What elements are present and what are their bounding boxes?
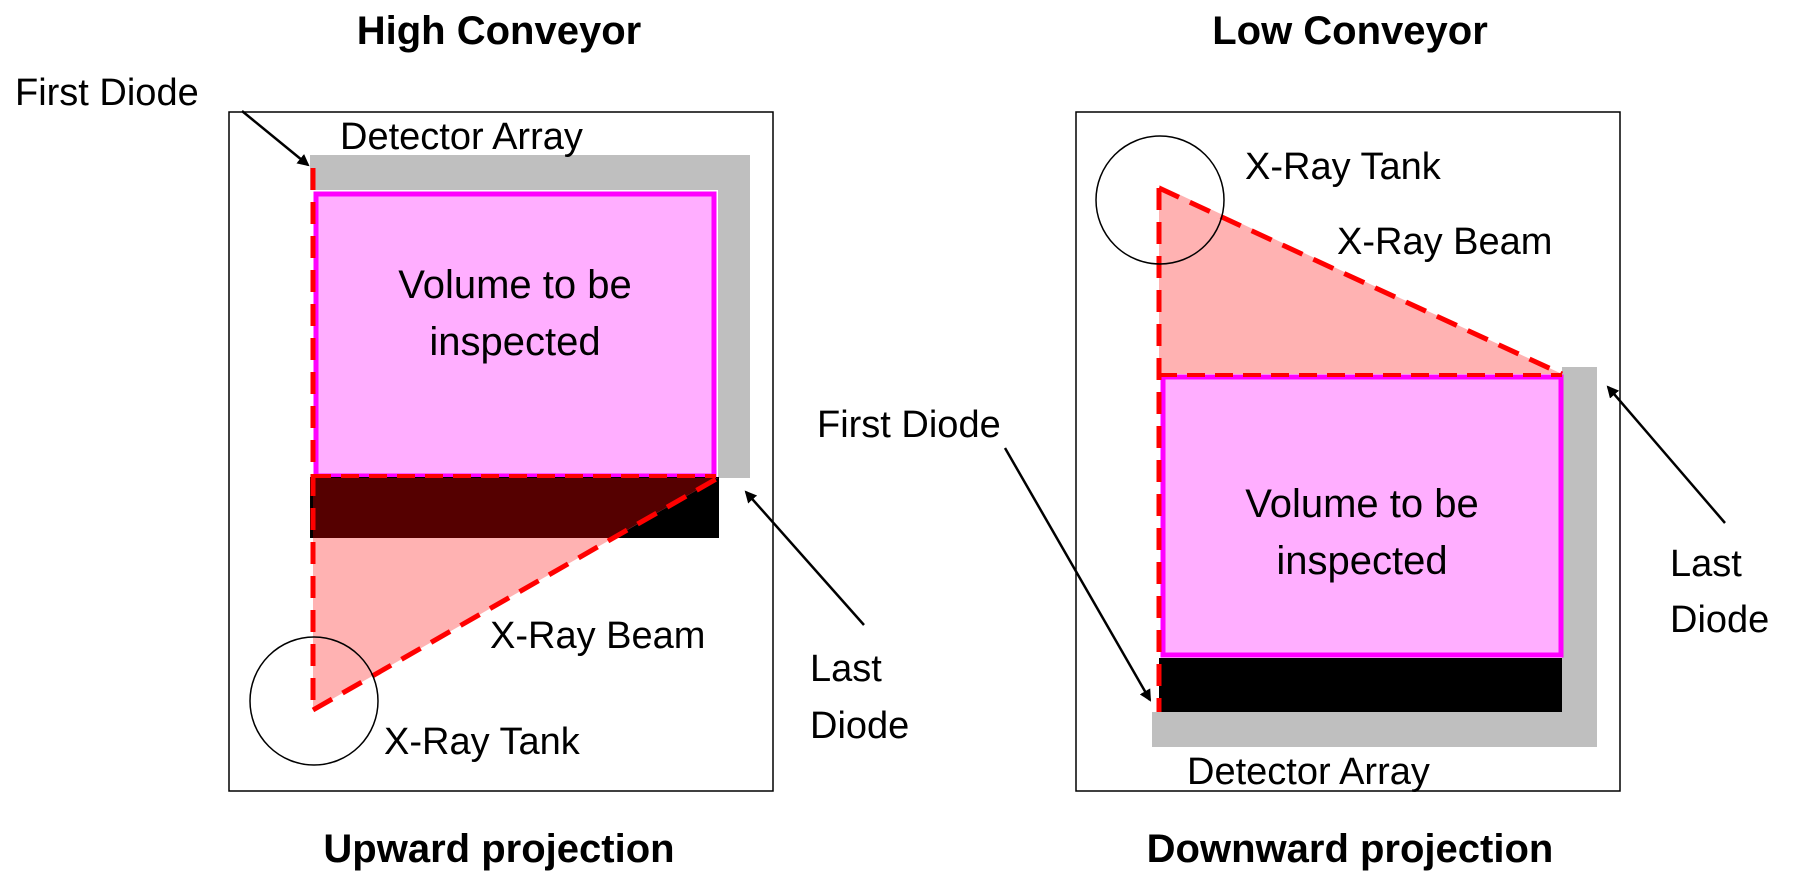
left-first-diode-label: First Diode bbox=[15, 72, 199, 114]
left-panel-title: High Conveyor bbox=[357, 9, 641, 53]
right-volume-label-line2: inspected bbox=[1276, 539, 1447, 583]
left-panel: High Conveyor Volume to be inspected Det… bbox=[15, 9, 909, 871]
left-beam-last-edge bbox=[311, 475, 720, 713]
left-last-diode-label-line1: Last bbox=[810, 648, 882, 690]
left-detector-label: Detector Array bbox=[340, 116, 583, 158]
right-last-diode-arrow bbox=[1606, 385, 1726, 524]
right-tank-label: X-Ray Tank bbox=[1245, 146, 1442, 188]
left-detector-array bbox=[310, 155, 750, 478]
right-inspection-volume bbox=[1160, 374, 1564, 658]
left-belt-beam-overlap bbox=[313, 478, 718, 538]
left-panel-subtitle: Upward projection bbox=[323, 827, 674, 871]
right-last-diode-label-line1: Last bbox=[1670, 543, 1742, 585]
left-first-diode-arrow bbox=[241, 110, 310, 167]
left-tank-label: X-Ray Tank bbox=[384, 721, 581, 763]
right-beam-last-edge bbox=[1157, 185, 1564, 377]
right-panel-title: Low Conveyor bbox=[1212, 9, 1488, 53]
right-last-diode-label-line2: Diode bbox=[1670, 599, 1769, 641]
left-beam-label: X-Ray Beam bbox=[490, 615, 705, 657]
right-beam-label: X-Ray Beam bbox=[1337, 221, 1552, 263]
left-inspection-volume bbox=[313, 191, 717, 479]
left-volume-label-line2: inspected bbox=[429, 320, 600, 364]
right-first-diode-arrow bbox=[1003, 447, 1152, 702]
right-xray-tank bbox=[1095, 135, 1225, 265]
right-volume-label-line1: Volume to be bbox=[1245, 482, 1479, 526]
right-conveyor-belt bbox=[1159, 658, 1562, 712]
right-first-diode-label: First Diode bbox=[817, 404, 1001, 446]
right-panel-subtitle: Downward projection bbox=[1147, 827, 1554, 871]
left-last-diode-arrow bbox=[744, 490, 865, 626]
left-volume-label-line1: Volume to be bbox=[398, 263, 632, 307]
left-last-diode-label-line2: Diode bbox=[810, 705, 909, 747]
left-xray-tank bbox=[249, 636, 379, 766]
right-panel: Low Conveyor Volume to be inspected X-Ra… bbox=[817, 9, 1769, 871]
right-detector-label: Detector Array bbox=[1187, 751, 1430, 793]
